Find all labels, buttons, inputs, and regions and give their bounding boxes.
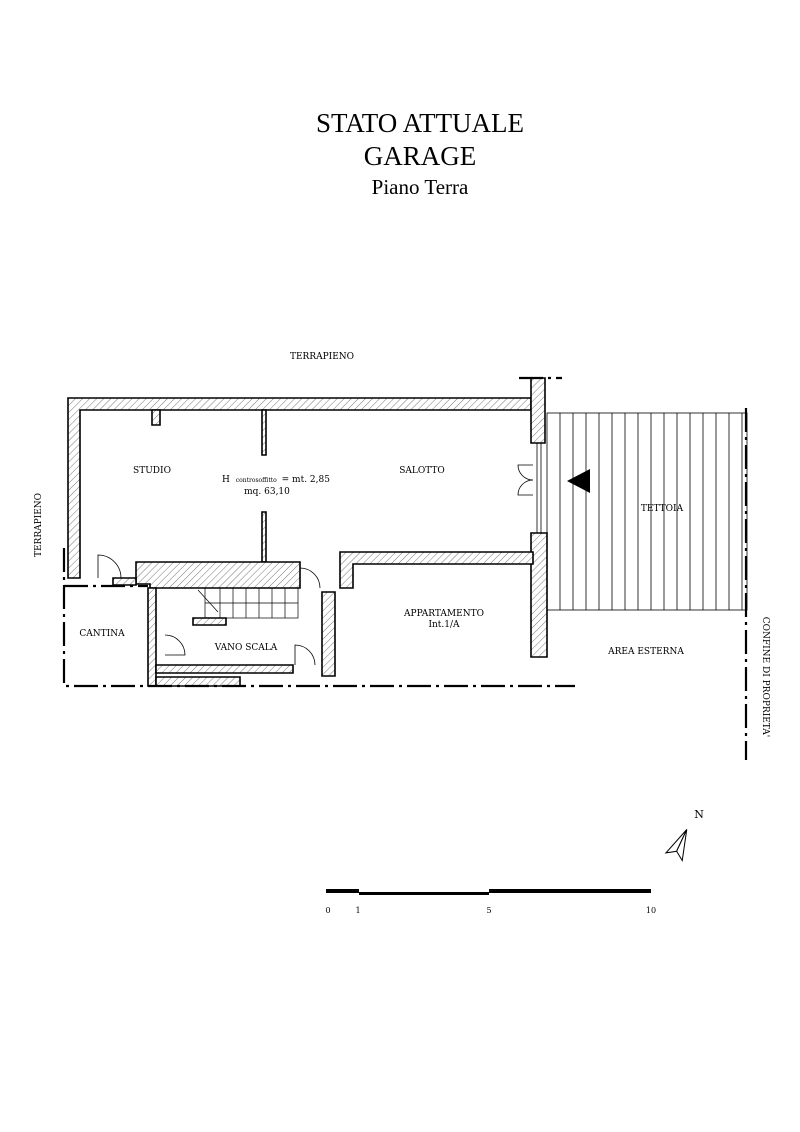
label-salotto: SALOTTO (399, 466, 445, 476)
doors (97, 443, 542, 666)
north-arrow-icon (664, 829, 688, 862)
partition-upper (261, 409, 267, 456)
scale-tick-10: 10 (646, 906, 656, 915)
outer-wall (67, 397, 532, 579)
room-height: H controsoffitto = mt. 2,85 (222, 475, 330, 485)
label-terrapieno-left: TERRAPIENO (34, 493, 44, 557)
studio-corner-wall (151, 409, 161, 426)
east-wall-lower (530, 532, 548, 658)
room-area: mq. 63,10 (244, 487, 290, 497)
south-wall-salotto (339, 551, 534, 589)
label-studio: STUDIO (133, 466, 171, 476)
room-height-sub: controsoffitto (236, 477, 277, 484)
scale-tick-5: 5 (486, 906, 491, 915)
room-height-value: = mt. 2,85 (282, 475, 331, 485)
partition-lower (261, 511, 267, 563)
vano-scala-south-wall (155, 664, 294, 674)
entrance-arrow-icon (567, 469, 590, 493)
tettoia-canopy (546, 412, 748, 611)
stair-treads (197, 587, 299, 619)
label-tettoia: TETTOIA (641, 504, 684, 514)
title-line-2: GARAGE (364, 141, 477, 171)
apartment-west-wall (321, 591, 336, 677)
east-wall-upper (530, 377, 546, 444)
room-height-prefix: H (222, 475, 230, 485)
label-vano-scala: VANO SCALA (214, 643, 278, 653)
label-area-esterna: AREA ESTERNA (607, 647, 684, 657)
label-appartamento-int: Int.1/A (428, 620, 460, 630)
title-line-1: STATO ATTUALE (316, 108, 524, 138)
boundary-lines (62, 376, 748, 760)
north-label: N (694, 808, 704, 821)
cantina-divider-wall (112, 577, 137, 586)
label-appartamento: APPARTAMENTO (403, 609, 484, 619)
label-confine: CONFINE DI PROPRIETA' (760, 617, 770, 738)
stair-top-wall (135, 561, 301, 589)
stair-core-wall (192, 617, 227, 626)
title-line-3: Piano Terra (372, 175, 469, 199)
scale-bar: 0 1 5 10 (325, 889, 656, 915)
scale-tick-1: 1 (355, 906, 360, 915)
label-cantina: CANTINA (79, 629, 125, 639)
vano-scala-west-wall (147, 587, 157, 687)
scale-tick-0: 0 (325, 906, 330, 915)
vano-scala-bottom-wall (155, 676, 241, 687)
label-terrapieno-top: TERRAPIENO (290, 352, 354, 362)
